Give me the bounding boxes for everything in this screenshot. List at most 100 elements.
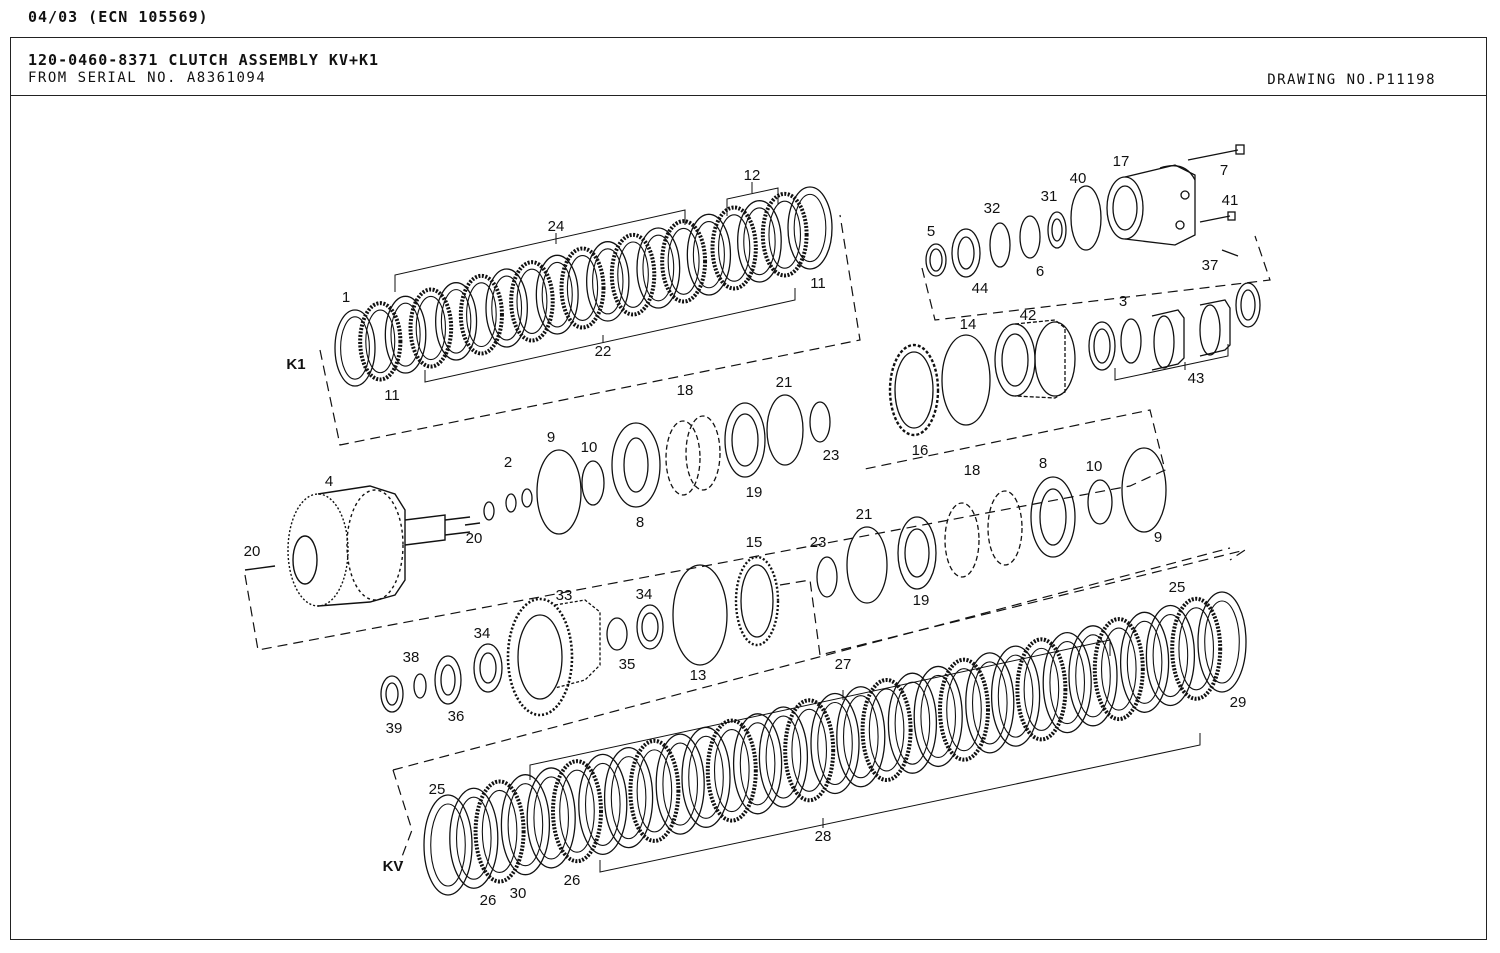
k1-clutch-disc	[509, 260, 555, 343]
callout-34: 34	[474, 625, 491, 642]
k1-clutch-disc	[686, 213, 732, 296]
kv-clutch-disc-inner-edge	[765, 715, 802, 799]
callout-3: 3	[1119, 293, 1127, 310]
kv-clutch-disc-inner-edge	[997, 654, 1034, 738]
k1-clutch-disc-inner-edge	[617, 241, 649, 308]
kv-clutch-disc-inner-edge	[636, 749, 673, 833]
kv-clutch-disc-inner-edge	[1075, 634, 1111, 718]
k1-clutch-disc-inner-edge	[743, 207, 776, 276]
callout-9: 9	[547, 429, 555, 446]
callout-40: 40	[1070, 170, 1087, 187]
callout-18: 18	[677, 382, 694, 399]
kv-clutch-disc-inner-edge	[842, 695, 879, 779]
kv-clutch-disc-inner-edge	[1152, 613, 1189, 698]
callout-25: 25	[1169, 579, 1186, 596]
kv-clutch-disc-inner-edge	[868, 688, 905, 772]
callout-11: 11	[810, 275, 826, 292]
callout-34: 34	[636, 586, 653, 603]
callout-2: 2	[504, 454, 512, 471]
kv-clutch-disc	[1092, 617, 1145, 722]
callout-12: 12	[744, 167, 761, 184]
kv-clutch-disc	[628, 738, 681, 843]
callout-9: 9	[1154, 529, 1162, 546]
callout-8: 8	[636, 514, 644, 531]
kv-clutch-disc	[860, 677, 913, 782]
kv-clutch-disc-inner-edge	[430, 803, 466, 887]
callout-16: 16	[912, 442, 929, 459]
k1-clutch-disc	[358, 301, 403, 382]
kv-clutch-disc	[1068, 625, 1118, 727]
k1-clutch-disc-inner-edge	[768, 200, 802, 269]
callout-19: 19	[746, 484, 763, 501]
kv-clutch-disc-inner-edge	[971, 661, 1008, 745]
callout-23: 23	[823, 447, 840, 464]
kv-clutch-disc-inner-edge	[455, 796, 492, 880]
group-label-k1: K1	[286, 356, 305, 373]
drawing-number: DRAWING NO.P11198	[1267, 72, 1436, 88]
callout-18: 18	[964, 462, 981, 479]
kv-clutch-disc	[938, 657, 990, 762]
header-divider	[10, 95, 1487, 96]
callout-17: 17	[1113, 153, 1130, 170]
k1-clutch-disc-inner-edge	[365, 309, 396, 374]
kv-clutch-disc-inner-edge	[533, 776, 570, 860]
callout-4: 4	[325, 473, 333, 490]
kv-clutch-disc	[578, 753, 628, 856]
k1-clutch-disc	[535, 254, 579, 335]
callout-37: 37	[1202, 257, 1219, 274]
kv-clutch-disc	[758, 706, 809, 808]
callout-36: 36	[448, 708, 465, 725]
callout-28: 28	[815, 828, 832, 845]
drawing-frame	[10, 37, 1487, 940]
housing-cluster	[921, 144, 1271, 321]
k1-clutch-disc	[660, 219, 708, 304]
callout-24: 24	[548, 218, 565, 235]
k1-clutch-disc-inner-edge	[390, 302, 421, 367]
k1-clutch-disc	[636, 227, 681, 309]
callout-31: 31	[1041, 188, 1058, 205]
hub-and-bearings	[888, 282, 1261, 437]
kv-clutch-disc-inner-edge	[1100, 627, 1137, 711]
k1-clutch-disc-inner-edge	[566, 255, 599, 321]
k1-clutch-disc	[760, 191, 809, 278]
kv-clutch-disc	[449, 787, 499, 889]
k1-clutch-disc	[334, 309, 376, 387]
assembly-title: 120-0460-8371 CLUTCH ASSEMBLY KV+K1	[28, 51, 380, 69]
k1-clutch-disc	[559, 246, 606, 330]
callout-44: 44	[972, 280, 989, 297]
serial-number: FROM SERIAL NO. A8361094	[28, 70, 267, 86]
kv-clutch-disc-inner-edge	[946, 668, 982, 752]
revision-note: 04/03 (ECN 105569)	[28, 8, 209, 26]
k1-clutch-disc	[737, 200, 782, 283]
kv-clutch-disc	[705, 718, 758, 823]
k1-clutch-disc-inner-edge	[667, 227, 700, 295]
group-label-kv: KV	[383, 858, 404, 875]
kv-clutch-disc-inner-edge	[1049, 641, 1086, 725]
callout-27: 27	[835, 656, 852, 673]
callout-14: 14	[960, 316, 977, 333]
kv-clutch-disc-inner-edge	[894, 681, 931, 765]
callout-39: 39	[386, 720, 403, 737]
k1-clutch-disc-inner-edge	[340, 316, 370, 380]
k1-clutch-disc	[384, 295, 427, 374]
kv-clutch-disc-inner-edge	[584, 762, 621, 846]
k1-clutch-disc-inner-edge	[440, 289, 472, 354]
kv-clutch-disc-inner-edge	[713, 729, 750, 813]
kv-clutch-disc	[1042, 631, 1092, 734]
callout-7: 7	[1220, 162, 1228, 179]
kv-clutch-disc	[913, 665, 963, 768]
piston-row-lower	[816, 447, 1167, 604]
callout-10: 10	[581, 439, 598, 456]
kv-clutch-disc-inner-edge	[688, 735, 724, 819]
callout-26: 26	[480, 892, 497, 909]
k1-clutch-disc	[787, 186, 833, 270]
callout-25: 25	[429, 781, 446, 798]
callout-6: 6	[1036, 263, 1044, 280]
kv-clutch-disc	[1119, 611, 1170, 713]
k1-clutch-disc	[609, 232, 657, 317]
kv-clutch-disc	[1170, 596, 1223, 701]
kv-clutch-disc-inner-edge	[507, 783, 544, 867]
callout-13: 13	[690, 667, 707, 684]
piston-row-upper	[483, 394, 831, 535]
k1-clutch-disc-inner-edge	[592, 248, 624, 315]
